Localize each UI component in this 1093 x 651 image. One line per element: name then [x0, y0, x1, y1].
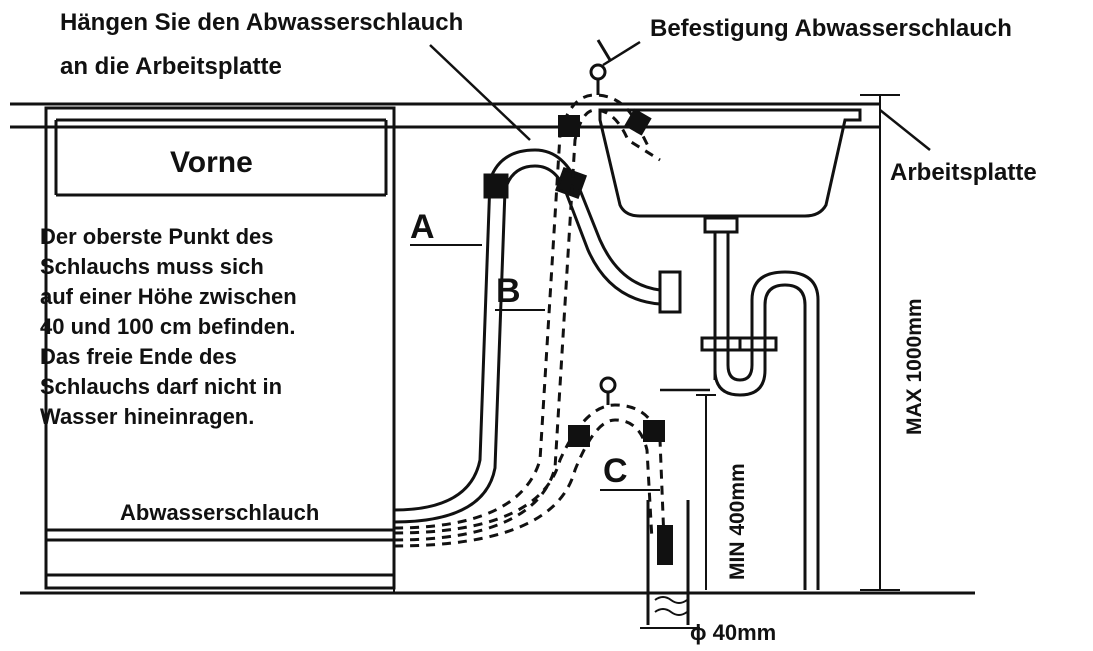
worktop-label: Arbeitsplatte — [890, 159, 1037, 186]
option-c-label: C — [603, 452, 628, 490]
drain-hose-label: Abwasserschlauch — [120, 500, 320, 525]
option-a-label: A — [410, 208, 435, 246]
front-label: Vorne — [170, 146, 253, 179]
max-height-label: MAX 1000mm — [903, 298, 926, 435]
hose-c — [393, 403, 666, 548]
hose-b-tip — [624, 108, 652, 136]
lower-hook — [599, 376, 617, 405]
hose-c-clip-right — [643, 420, 665, 442]
diameter-label: ϕ 40mm — [690, 620, 777, 645]
option-b-label: B — [496, 272, 521, 310]
hose-a — [393, 148, 661, 524]
instruction-line: Der oberste Punkt des — [40, 224, 274, 249]
min-height-label: MIN 400mm — [726, 463, 749, 580]
instruction-line: auf einer Höhe zwischen — [40, 284, 297, 309]
callout-leaders — [429, 40, 931, 392]
standpipe — [646, 500, 690, 625]
instruction-line: 40 und 100 cm befinden. — [40, 314, 296, 339]
min-dimension-line — [696, 394, 716, 590]
hose-c-clip-left — [568, 425, 590, 447]
instruction-line: Das freie Ende des — [40, 344, 237, 369]
worktop — [10, 102, 880, 129]
instruction-line: Schlauchs darf nicht in — [40, 374, 283, 399]
hose-c-end — [657, 525, 673, 565]
instruction-line: Wasser hineinragen. — [40, 404, 255, 429]
fixing-hose-label: Befestigung Abwasserschlauch — [650, 15, 1012, 42]
letter-leaders — [410, 244, 660, 491]
instruction-text: Der oberste Punkt des Schlauchs muss sic… — [40, 222, 297, 432]
instruction-line: Schlauchs muss sich — [40, 254, 264, 279]
dishwasher — [44, 106, 396, 590]
hang-hose-label-line1: Hängen Sie den Abwasserschlauch — [60, 9, 464, 36]
siphon — [658, 270, 820, 590]
hang-hose-label-line2: an die Arbeitsplatte — [60, 53, 282, 80]
upper-hook — [589, 39, 612, 95]
max-dimension-line — [860, 94, 900, 591]
hose-b-clip — [558, 115, 580, 137]
